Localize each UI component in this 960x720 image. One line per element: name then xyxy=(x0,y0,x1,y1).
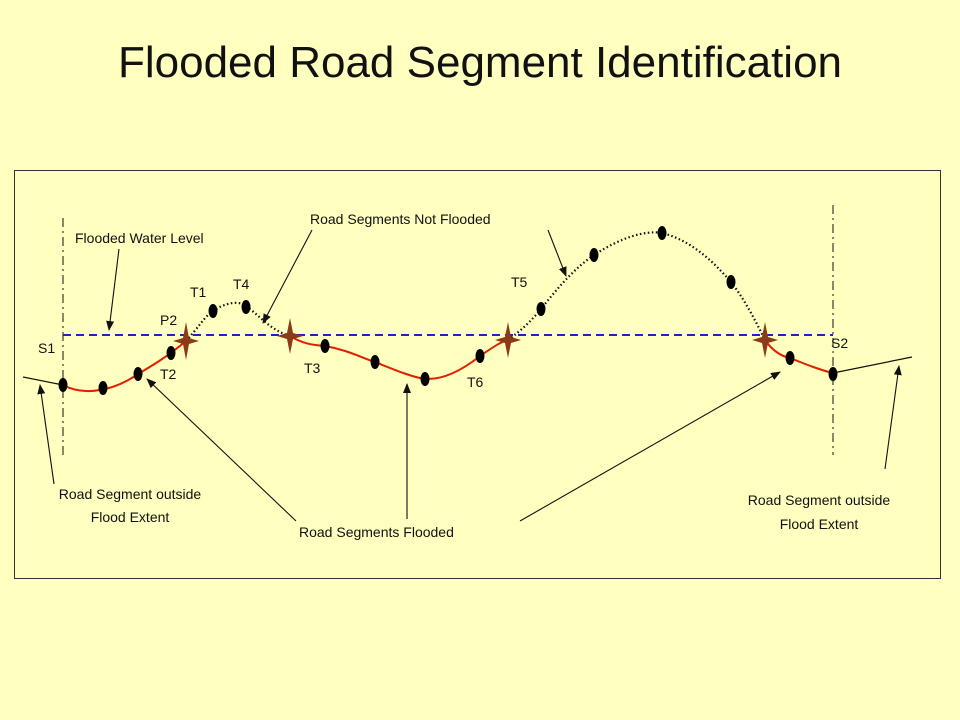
label-t2: T2 xyxy=(160,366,177,382)
road-vertex xyxy=(98,381,108,395)
label-road-segments-not-flooded: Road Segments Not Flooded xyxy=(310,211,491,227)
road-vertex xyxy=(370,355,380,369)
road-segment-outside-right xyxy=(832,356,913,374)
road-segment-not-flooded-2 xyxy=(507,231,766,341)
intersection-marker-star-icon xyxy=(495,322,521,358)
road-vertex xyxy=(828,367,838,381)
label-t1: T1 xyxy=(190,284,207,300)
arrow-not-flooded-left xyxy=(262,229,313,324)
intersection-markers xyxy=(173,318,778,360)
label-t5: T5 xyxy=(511,274,528,290)
road-vertex xyxy=(657,226,667,240)
road-vertex xyxy=(420,372,430,386)
arrow-not-flooded-right xyxy=(547,229,567,277)
arrow-outside-left xyxy=(37,384,55,485)
road-vertex xyxy=(208,304,218,318)
road-vertex xyxy=(241,300,251,314)
road-vertex xyxy=(785,351,795,365)
arrow-water-level xyxy=(106,248,120,331)
label-flooded-water-level: Flooded Water Level xyxy=(75,230,204,246)
diagram-frame xyxy=(14,170,941,579)
road-vertex xyxy=(166,346,176,360)
label-road-segments-flooded: Road Segments Flooded xyxy=(299,524,454,540)
road-vertex xyxy=(589,248,599,262)
label-t3: T3 xyxy=(304,360,321,376)
label-s1: S1 xyxy=(38,340,55,356)
road-vertex xyxy=(133,367,143,381)
label-s2: S2 xyxy=(831,335,848,351)
road-vertex xyxy=(536,302,546,316)
road-vertex xyxy=(475,349,485,363)
intersection-marker-star-icon xyxy=(752,322,778,358)
arrow-flooded-3 xyxy=(519,371,781,522)
arrow-outside-right xyxy=(884,365,902,470)
label-t4: T4 xyxy=(233,276,250,292)
intersection-marker-star-icon xyxy=(277,318,303,354)
label-outside-right-line2: Flood Extent xyxy=(780,516,859,532)
annotation-arrows xyxy=(37,229,902,522)
label-outside-left-line1: Road Segment outside xyxy=(59,486,202,502)
road-segment-flooded-3 xyxy=(764,339,834,374)
arrow-flooded-1 xyxy=(146,378,297,522)
label-outside-left-line2: Flood Extent xyxy=(91,509,170,525)
road-vertices xyxy=(58,226,838,395)
label-p2: P2 xyxy=(160,312,177,328)
road-vertex xyxy=(58,378,68,392)
road-vertex xyxy=(320,339,330,353)
road-segment-not-flooded-1 xyxy=(185,301,291,342)
intersection-marker-star-icon xyxy=(173,322,199,360)
label-t6: T6 xyxy=(467,374,484,390)
slide-title: Flooded Road Segment Identification xyxy=(117,38,843,87)
label-outside-right-line1: Road Segment outside xyxy=(748,492,891,508)
road-vertex xyxy=(726,275,736,289)
road-segment-outside-left xyxy=(22,376,64,386)
